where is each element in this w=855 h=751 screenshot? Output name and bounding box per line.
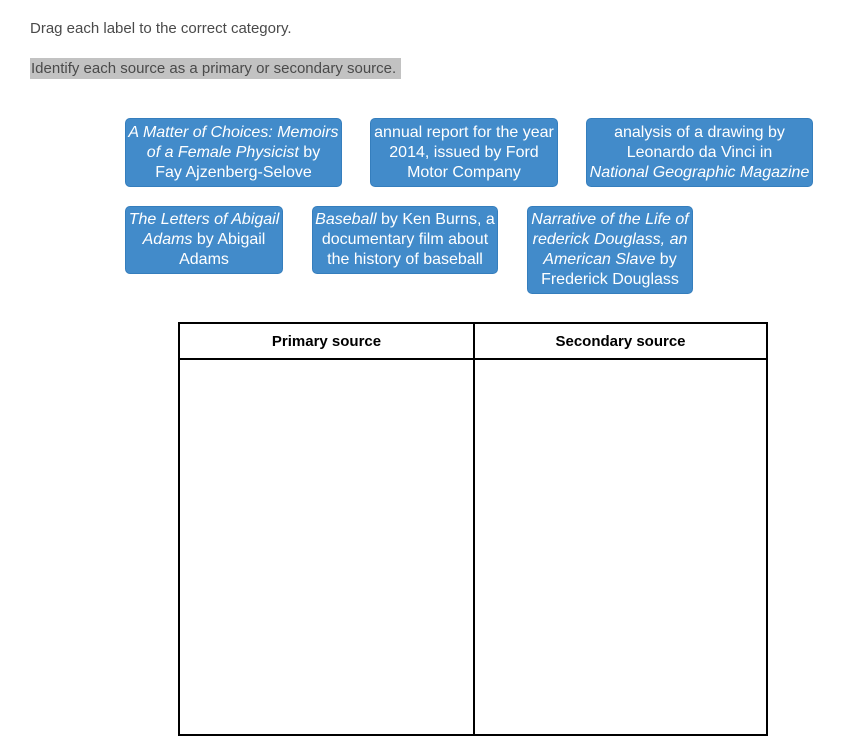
label-line: A Matter of Choices: Memoirs (126, 123, 341, 143)
label-line: Motor Company (371, 163, 557, 183)
label-text-segment: American Slave (543, 251, 656, 268)
label-text-segment: Motor Company (407, 163, 521, 181)
instruction-identify-wrapper: Identify each source as a primary or sec… (30, 58, 402, 79)
label-line: the history of baseball (313, 250, 497, 270)
label-text-segment: National Geographic Magazine (589, 163, 810, 181)
label-text-segment: Frederick Douglass (541, 271, 679, 288)
label-text-segment: of a Female Physicist (146, 143, 299, 161)
label-line: Narrative of the Life of (528, 210, 692, 230)
label-text-segment: 2014, issued by Ford (389, 143, 539, 161)
label-line: 2014, issued by Ford (371, 143, 557, 163)
label-text-segment: A Matter of Choices: Memoirs (128, 123, 339, 141)
category-table: Primary source Secondary source (178, 322, 768, 736)
label-line: analysis of a drawing by (587, 123, 812, 143)
primary-source-dropzone[interactable] (180, 360, 473, 734)
label-text-segment: rederick Douglass, an (532, 231, 688, 248)
column-header-secondary-source: Secondary source (473, 324, 766, 358)
column-header-primary-source: Primary source (271, 332, 382, 350)
label-text-segment: by Abigail (192, 231, 266, 248)
label-line: Baseball by Ken Burns, a (313, 210, 497, 230)
label-text-segment: documentary film about (321, 231, 489, 248)
drag-label[interactable]: annual report for the year 2014, issued b… (370, 118, 558, 187)
label-text-segment: annual report for the year (374, 123, 554, 141)
label-text-segment: by Ken Burns, a (376, 211, 495, 228)
label-line: Adams (126, 250, 282, 270)
instruction-identify-highlighted: Identify each source as a primary or sec… (30, 58, 402, 79)
label-text-segment: The Letters of Abigail (128, 211, 280, 228)
category-table-body (180, 360, 766, 734)
label-line: rederick Douglass, an (528, 230, 692, 250)
label-text-segment: Adams (179, 251, 229, 268)
label-line: annual report for the year (371, 123, 557, 143)
label-line: Leonardo da Vinci in (587, 143, 812, 163)
label-line: The Letters of Abigail (126, 210, 282, 230)
label-line: National Geographic Magazine (587, 163, 812, 183)
label-line: Adams by Abigail (126, 230, 282, 250)
label-text-segment: by (655, 251, 677, 268)
label-line: Fay Ajzenberg-Selove (126, 163, 341, 183)
label-text-segment: the history of baseball (327, 251, 483, 268)
label-text-segment: by (298, 143, 321, 161)
instruction-drag: Drag each label to the correct category. (30, 20, 292, 37)
secondary-source-dropzone[interactable] (473, 360, 766, 734)
label-line: American Slave by (528, 250, 692, 270)
label-text-segment: Adams (142, 231, 193, 248)
drag-label[interactable]: analysis of a drawing by Leonardo da Vinc… (586, 118, 813, 187)
label-text-segment: Narrative of the Life of (531, 211, 689, 228)
label-text-segment: Fay Ajzenberg-Selove (155, 163, 312, 181)
label-line: Frederick Douglass (528, 270, 692, 290)
label-line: documentary film about (313, 230, 497, 250)
label-text-segment: analysis of a drawing by (614, 123, 785, 141)
label-text-segment: Baseball (315, 211, 377, 228)
label-text-segment: Leonardo da Vinci in (626, 143, 773, 161)
drag-label[interactable]: A Matter of Choices: Memoirs of a Female … (125, 118, 342, 187)
drag-label[interactable]: Narrative of the Life of rederick Douglas… (527, 206, 693, 294)
label-line: of a Female Physicist by (126, 143, 341, 163)
category-table-header-row: Primary source Secondary source (180, 324, 766, 360)
